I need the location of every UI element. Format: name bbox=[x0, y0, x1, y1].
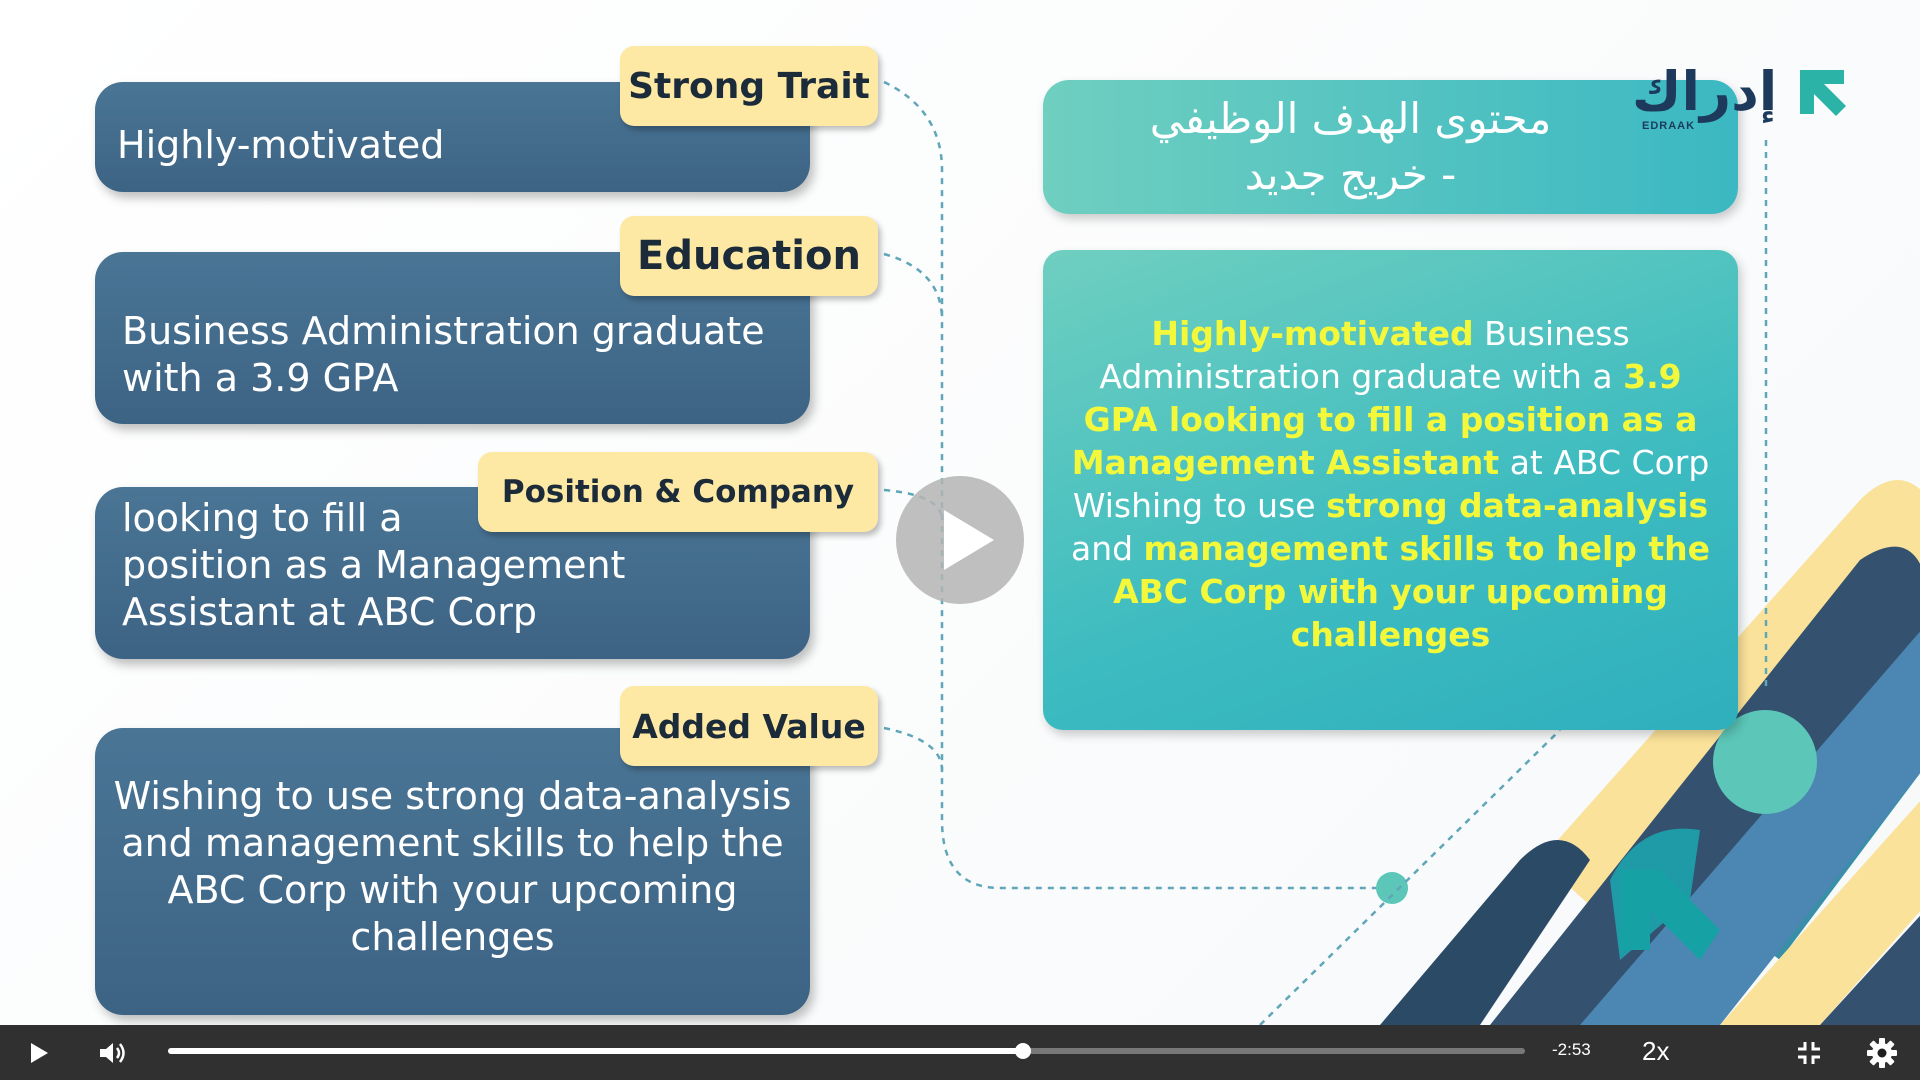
big-play-button[interactable] bbox=[896, 476, 1024, 604]
play-button[interactable] bbox=[16, 1025, 62, 1080]
decorative-stripes bbox=[883, 80, 1920, 1025]
education-line-2: with a 3.9 GPA bbox=[122, 356, 399, 400]
summary-text: Highly-motivated Business Administration… bbox=[1063, 312, 1718, 656]
summary-plain-3: and bbox=[1070, 529, 1144, 568]
added-value-line-3: ABC Corp with your upcoming bbox=[167, 868, 738, 912]
strong-trait-text: Highly-motivated bbox=[117, 123, 445, 167]
exit-fullscreen-icon bbox=[1798, 1041, 1820, 1064]
added-value-line-1: Wishing to use strong data-analysis bbox=[113, 774, 792, 818]
edraak-logo: إدراك EDRAAK bbox=[1632, 62, 1852, 137]
logo-latin-text: EDRAAK bbox=[1642, 120, 1696, 132]
education-text: Business Administration graduate with a … bbox=[122, 308, 765, 402]
added-value-card: Wishing to use strong data-analysis and … bbox=[95, 728, 810, 1015]
education-tag: Education bbox=[620, 216, 878, 296]
education-line-1: Business Administration graduate bbox=[122, 309, 765, 353]
volume-icon bbox=[100, 1042, 125, 1063]
summary-panel: Highly-motivated Business Administration… bbox=[1043, 250, 1738, 730]
arabic-title-line-1: محتوى الهدف الوظيفي bbox=[1149, 94, 1552, 143]
logo-arabic-text: إدراك bbox=[1632, 60, 1778, 123]
position-line-2: position as a Management bbox=[122, 543, 626, 587]
position-company-tag: Position & Company bbox=[478, 452, 878, 532]
play-overlay-icon bbox=[944, 510, 994, 570]
volume-button[interactable] bbox=[90, 1025, 136, 1080]
gear-icon bbox=[1867, 1037, 1897, 1068]
summary-highlight-3: strong data-analysis bbox=[1326, 486, 1709, 525]
time-remaining: -2:53 bbox=[1552, 1040, 1591, 1059]
exit-fullscreen-button[interactable] bbox=[1786, 1025, 1832, 1080]
position-line-3: Assistant at ABC Corp bbox=[122, 590, 537, 634]
added-value-tag: Added Value bbox=[620, 686, 878, 766]
strong-trait-tag: Strong Trait bbox=[620, 46, 878, 126]
arabic-title-line-2: - خريج جديد bbox=[1244, 150, 1457, 199]
settings-button[interactable] bbox=[1858, 1025, 1906, 1080]
summary-plain-1: Business Administration graduate with a bbox=[1099, 314, 1630, 396]
summary-plain-2: at ABC Corp Wishing to use bbox=[1072, 443, 1710, 525]
play-icon bbox=[31, 1042, 48, 1063]
added-value-line-2: and management skills to help the bbox=[121, 821, 784, 865]
progress-fill bbox=[168, 1048, 1023, 1054]
position-line-1: looking to fill a bbox=[122, 496, 403, 540]
summary-highlight-1: Highly-motivated bbox=[1151, 314, 1474, 353]
summary-highlight-2: 3.9 GPA looking to fill a position as a … bbox=[1071, 357, 1698, 482]
arabic-title-panel: محتوى الهدف الوظيفي - خريج جديد bbox=[1043, 80, 1738, 214]
playback-speed-button[interactable]: 2x bbox=[1642, 1036, 1670, 1066]
progress-scrubber[interactable] bbox=[1014, 1043, 1031, 1059]
summary-highlight-4: management skills to help the ABC Corp w… bbox=[1113, 529, 1711, 654]
arrow-logo-icon bbox=[1800, 70, 1846, 116]
arabic-title: محتوى الهدف الوظيفي - خريج جديد bbox=[1043, 80, 1738, 214]
position-company-card: looking to fill a position as a Manageme… bbox=[95, 487, 810, 659]
added-value-text: Wishing to use strong data-analysis and … bbox=[95, 773, 810, 961]
position-company-text: looking to fill a position as a Manageme… bbox=[122, 495, 625, 636]
added-value-line-4: challenges bbox=[350, 915, 555, 959]
progress-bar[interactable] bbox=[168, 1043, 1525, 1059]
